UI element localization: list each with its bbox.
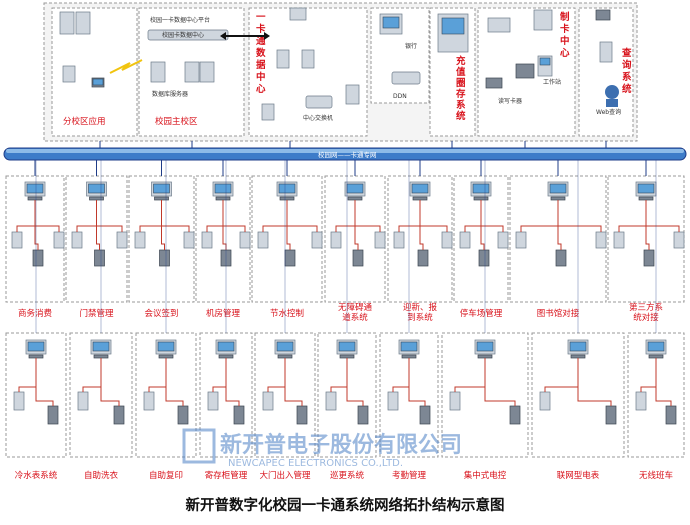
bottom-row: 冷水表系统 自助洗衣 自助复印 寄存柜管理大门出入管理 巡更系统 考勤管理 集中式电控 联网型…	[5, 160, 685, 481]
platform-label: 校园一卡数据中心平台	[150, 16, 210, 24]
backbone-label: 校园网——卡通专网	[318, 150, 377, 159]
subsystem-label-7: 迎新、报到系统	[403, 302, 438, 323]
subsystem-2: 门禁管理	[65, 160, 128, 319]
terminal-system-3: 自助复印	[135, 160, 197, 481]
terminal-label-6: 巡更系统	[330, 470, 365, 481]
subsystem-8: 停车场管理	[453, 160, 509, 319]
workstation-label: 工作站	[543, 78, 561, 86]
central-switch-label: 中心交换机	[303, 114, 333, 122]
terminal-label-3: 自助复印	[149, 470, 183, 481]
terminal-label-2: 自助洗衣	[84, 470, 119, 481]
subsystem-label-10: 第三方系统对接	[629, 302, 663, 323]
query-vertical-label: 查询系统	[621, 47, 632, 95]
subsystem-10: 第三方系统对接	[607, 160, 685, 323]
terminal-system-9: 联网型电表	[531, 160, 625, 481]
subsystem-9: 图书馆对接	[509, 160, 607, 319]
terminal-label-9: 联网型电表	[557, 470, 600, 481]
subsystem-label-8: 停车场管理	[460, 308, 503, 319]
card-center-vertical-label: 制卡中心	[560, 11, 570, 59]
middle-row: 商务消费 门禁管理 会议签到 机房管理 节水控制 无障碍通道系统 迎新、报到系统 停车场管理 图…	[5, 160, 685, 323]
ddn-label: DDN	[393, 93, 407, 100]
vertical-labels: 一卡通数据中心 制卡中心 充值圈存系统 查询系统	[255, 11, 632, 122]
center-vertical-label: 一卡通数据中心	[255, 12, 266, 95]
watermark-english: NEWCAPEC ELECTRONICS CO.,LTD.	[228, 458, 403, 469]
main-servers	[147, 29, 229, 83]
subsystem-7: 迎新、报到系统	[387, 160, 453, 323]
subsystem-label-5: 节水控制	[270, 308, 304, 319]
watermark-text: 新开普电子股份有限公司	[220, 432, 462, 458]
reader-label: 读写卡器	[498, 97, 522, 105]
subsystem-label-6: 无障碍通道系统	[338, 302, 373, 323]
terminal-label-8: 集中式电控	[464, 470, 507, 481]
terminal-system-7: 考勤管理	[379, 160, 439, 481]
terminal-system-8: 集中式电控	[441, 160, 529, 481]
subsystem-6: 无障碍通道系统	[324, 160, 386, 323]
card-center-devices	[485, 9, 553, 89]
db-center-label: 校园卡数据中心	[162, 31, 204, 39]
subsystem-1: 商务消费	[5, 160, 65, 319]
bank-devices	[379, 13, 421, 85]
subsystem-5: 节水控制	[251, 160, 323, 319]
branch-servers	[59, 11, 105, 88]
terminal-label-5: 大门出入管理	[259, 470, 311, 481]
backbone-drops	[99, 141, 607, 148]
terminal-system-1: 冷水表系统	[5, 160, 67, 481]
terminal-label-7: 考勤管理	[392, 470, 427, 481]
subsystem-label-1: 商务消费	[18, 308, 53, 319]
query-box	[578, 7, 634, 137]
terminal-label-1: 冷水表系统	[15, 470, 58, 481]
main-campus-label: 校园主校区	[155, 116, 198, 127]
db-server-label: 数据库服务器	[152, 90, 188, 98]
terminal-system-5: 大门出入管理	[254, 160, 316, 481]
kiosk-devices	[437, 13, 469, 53]
branch-campus-label: 分校区应用	[63, 116, 106, 127]
terminal-system-2: 自助洗衣	[69, 160, 133, 481]
subsystem-4: 机房管理	[195, 160, 251, 319]
subsystem-3: 会议签到	[128, 160, 195, 319]
terminal-label-10: 无线班车	[639, 470, 673, 481]
lightning-icon	[109, 59, 143, 74]
subsystem-label-2: 门禁管理	[79, 308, 114, 319]
watermark-logo	[182, 428, 216, 464]
subsystem-label-3: 会议签到	[144, 308, 178, 319]
center-servers	[261, 7, 360, 121]
page-title: 新开普数字化校园一卡通系统网络拓扑结构示意图	[185, 498, 505, 514]
subsystem-label-4: 机房管理	[206, 308, 241, 319]
recharge-vertical-label: 充值圈存系统	[455, 55, 466, 122]
bank-label: 银行	[405, 42, 417, 50]
terminal-system-6: 巡更系统	[317, 160, 377, 481]
query-devices	[595, 9, 619, 107]
terminal-label-4: 寄存柜管理	[205, 470, 248, 481]
web-query-label: Web查询	[596, 108, 621, 116]
subsystem-label-9: 图书馆对接	[537, 308, 580, 319]
terminal-system-4: 寄存柜管理	[199, 160, 253, 481]
terminal-system-10: 无线班车	[627, 160, 685, 481]
